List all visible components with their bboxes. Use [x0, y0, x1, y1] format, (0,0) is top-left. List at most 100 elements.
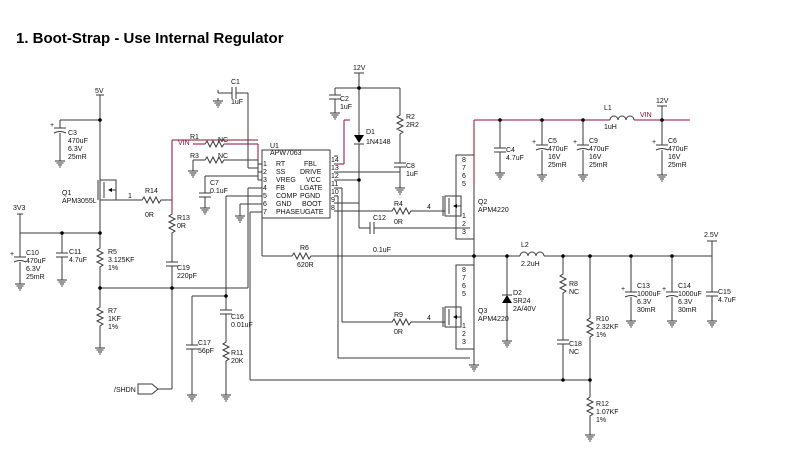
d2-rating: 2A/40V	[513, 306, 536, 313]
r4-symbol	[389, 207, 414, 215]
c5-symbol	[531, 138, 549, 151]
u1-lnum: 2	[263, 169, 267, 176]
r10-ref: R10	[596, 316, 609, 323]
c7-ref: C7	[210, 180, 219, 187]
q2-part: APM4220	[478, 207, 509, 214]
junction-dots	[60, 86, 674, 382]
r12-value: 1.07KF	[596, 409, 619, 416]
c5-volt: 16V	[548, 154, 561, 161]
d2-part: SR24	[513, 298, 531, 305]
u1-rnum: 13	[331, 165, 339, 172]
c11-value: 4.7uF	[69, 257, 87, 264]
r7-tol: 1%	[108, 324, 118, 331]
r7-symbol	[96, 304, 104, 329]
r13-ref: R13	[177, 215, 190, 222]
r8-ref: R8	[569, 281, 578, 288]
u1-ref: U1	[270, 143, 279, 150]
q3-pin: 2	[462, 331, 466, 338]
c18-ref: C18	[569, 341, 582, 348]
c13-symbol	[620, 285, 638, 298]
r3-value: NC	[218, 153, 228, 160]
r5-tol: 1%	[108, 265, 118, 272]
c17-ref: C17	[198, 340, 211, 347]
r5-symbol	[96, 245, 104, 270]
q2-pin: 8	[462, 157, 466, 164]
u1-pin-lgate: LGATE	[300, 185, 323, 192]
shdn-text: /SHDN	[114, 387, 136, 394]
l2-value: 2.2uH	[521, 261, 540, 268]
q1-pin: 1	[128, 193, 132, 200]
r12-symbol	[586, 394, 594, 419]
c13-volt: 6.3V	[637, 299, 652, 306]
c10-ref: C10	[26, 250, 39, 257]
r14-value: 0R	[145, 212, 154, 219]
q2-pin: 7	[462, 165, 466, 172]
c15-value: 4.7uF	[718, 297, 736, 304]
l1-symbol	[609, 115, 635, 121]
u1-part: APW7063	[270, 150, 302, 157]
v2v5-text: 2.5V	[704, 232, 719, 239]
r7-ref: R7	[108, 308, 117, 315]
c9-symbol	[572, 138, 590, 151]
r9-pin: 4	[427, 315, 431, 322]
c13-value: 1000uF	[637, 291, 661, 298]
u1-right-pins: FBL DRIVE VCC LGATE PGND BOOT UGATE 14 1…	[300, 157, 339, 216]
d2-symbol	[502, 295, 512, 303]
r3-ref: R3	[190, 153, 199, 160]
u1-pin-boot: BOOT	[302, 201, 323, 208]
r1-ref: R1	[190, 134, 199, 141]
u1-lnum: 5	[263, 193, 267, 200]
r11-ref: R11	[231, 350, 243, 357]
c5-esr: 25mR	[548, 162, 567, 169]
c17-value: 56pF	[198, 348, 214, 355]
u1-rnum: 14	[331, 157, 339, 164]
c14-value: 1000uF	[678, 291, 702, 298]
q3-symbol	[442, 306, 462, 328]
c1-value: 1uF	[231, 99, 243, 106]
u1-pin-vreg: VREG	[276, 177, 296, 184]
r14-symbol	[139, 196, 164, 204]
d1-ref: D1	[366, 129, 375, 136]
c1-ref: C1	[231, 79, 240, 86]
c8-ref: C8	[406, 163, 415, 170]
r7-value: 1KF	[108, 316, 121, 323]
c10-symbol	[9, 250, 27, 263]
q3-pin: 6	[462, 283, 466, 290]
q2-pin: 3	[462, 229, 466, 236]
c13-esr: 30mR	[637, 307, 656, 314]
c4-value: 4.7uF	[506, 155, 524, 162]
d1-symbol	[354, 135, 364, 143]
r11-symbol	[222, 339, 230, 364]
u1-pin-fbl: FBL	[304, 161, 317, 168]
u1-pin-fb: FB	[276, 185, 285, 192]
c6-ref: C6	[668, 138, 677, 145]
c13-ref: C13	[637, 283, 650, 290]
q1-symbol	[97, 179, 117, 201]
c3-ref: C3	[68, 130, 77, 137]
q3-pin: 1	[462, 323, 466, 330]
r6-symbol	[289, 252, 314, 260]
c9-ref: C9	[589, 138, 598, 145]
c5-ref: C5	[548, 138, 557, 145]
v5-text: 5V	[95, 88, 104, 95]
q3-pin: 5	[462, 291, 466, 298]
r5-value: 3.125KF	[108, 257, 134, 264]
c3-symbol	[49, 121, 67, 134]
r4-ref: R4	[394, 201, 403, 208]
u1-rnum: 10	[331, 189, 339, 196]
q1-ref: Q1	[62, 190, 71, 197]
l2-symbol	[519, 251, 545, 257]
c12-value: 0.1uF	[373, 247, 391, 254]
d2-ref: D2	[513, 290, 522, 297]
q2-body	[455, 154, 475, 240]
c6-esr: 25mR	[668, 162, 687, 169]
r9-ref: R9	[394, 312, 403, 319]
u1-lnum: 6	[263, 201, 267, 208]
c14-symbol	[661, 285, 679, 298]
v12a-text: 12V	[353, 65, 366, 72]
c12-ref: C12	[373, 215, 386, 222]
r10-symbol	[586, 315, 594, 340]
c6-symbol	[651, 138, 669, 151]
d1-part: 1N4148	[366, 139, 391, 146]
q2-pin: 1	[462, 213, 466, 220]
